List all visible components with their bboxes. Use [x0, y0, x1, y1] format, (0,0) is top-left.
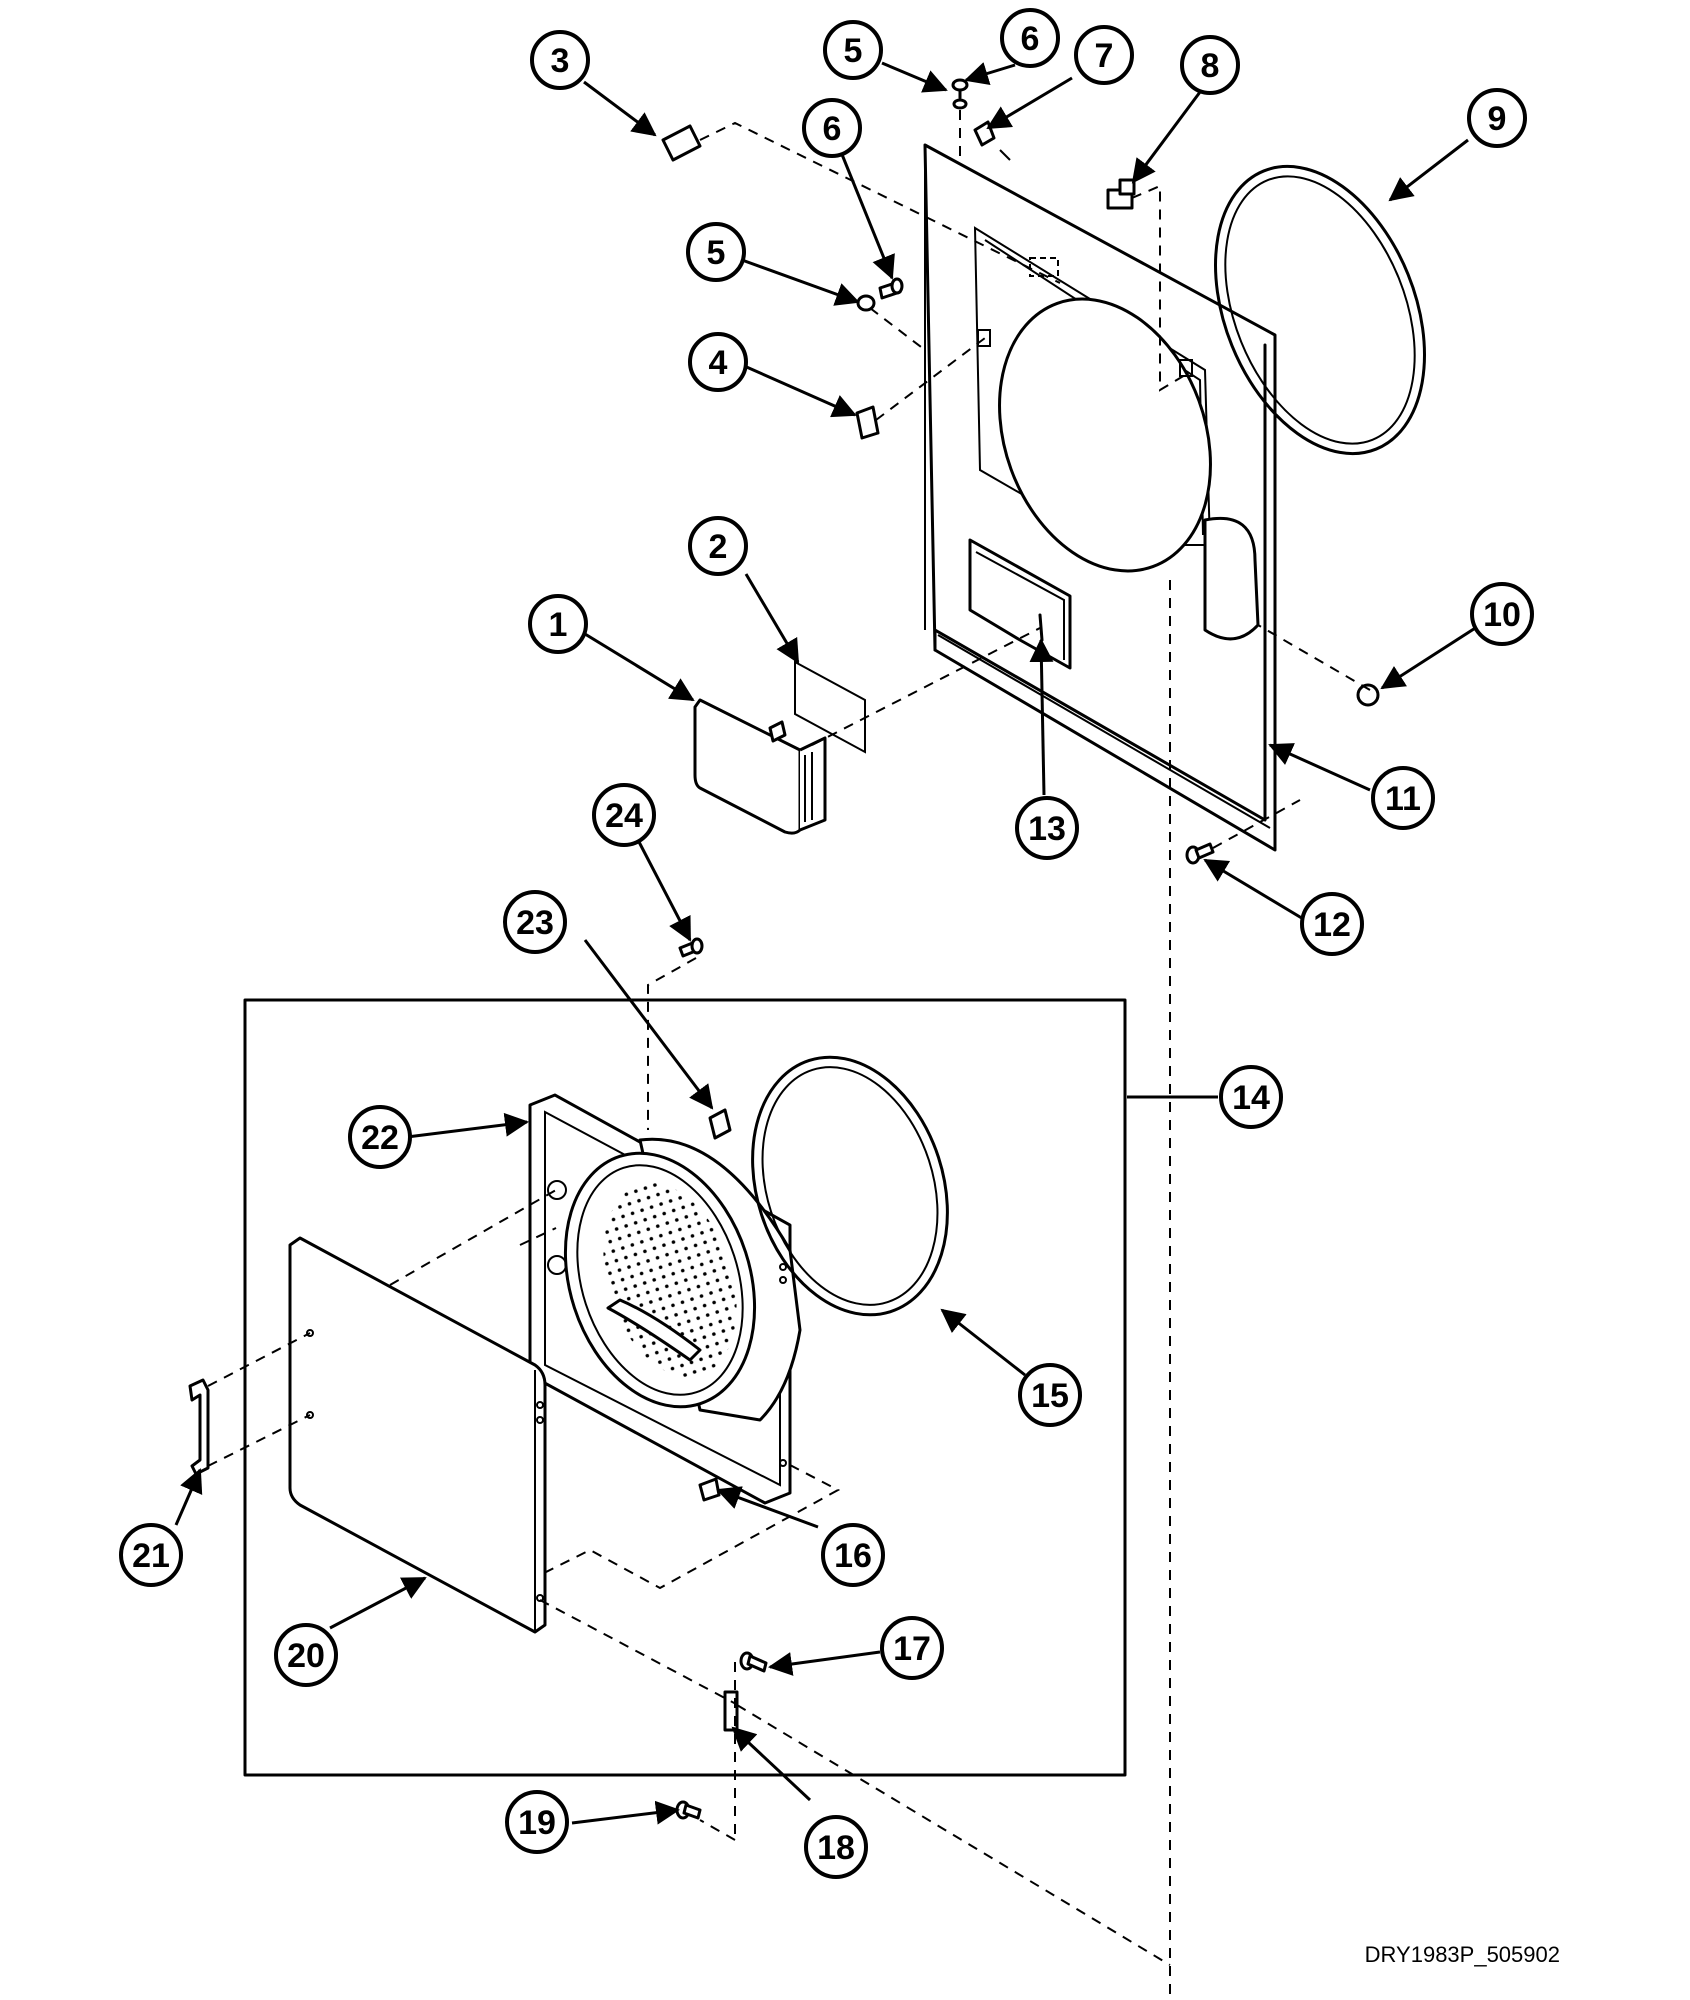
callout-12: 12 [1300, 892, 1364, 956]
callout-14: 14 [1219, 1065, 1283, 1129]
part-door-frame-22 [528, 1093, 802, 1505]
callout-20: 20 [274, 1623, 338, 1687]
callout-5-side: 5 [686, 222, 746, 282]
svg-text:23: 23 [516, 904, 554, 942]
callout-13: 13 [1015, 796, 1079, 860]
callout-1: 1 [528, 594, 588, 654]
callout-6-side: 6 [802, 98, 862, 158]
part-label-2 [794, 660, 866, 754]
callout-17: 17 [880, 1616, 944, 1680]
part-screw-12 [1185, 842, 1215, 865]
svg-text:24: 24 [605, 797, 643, 835]
svg-text:9: 9 [1488, 100, 1507, 138]
front-panel [923, 143, 1277, 852]
callout-23: 23 [503, 890, 567, 954]
callout-7: 7 [1074, 25, 1134, 85]
callout-8: 8 [1180, 35, 1240, 95]
svg-text:8: 8 [1201, 47, 1220, 85]
callout-9: 9 [1467, 88, 1527, 148]
svg-text:15: 15 [1031, 1377, 1069, 1415]
part-screw-17 [739, 1651, 768, 1673]
svg-text:19: 19 [518, 1804, 556, 1842]
part-clip-3 [855, 405, 880, 440]
svg-text:5: 5 [707, 234, 726, 272]
callout-4: 3 [530, 30, 590, 90]
assembly-lines-top [647, 110, 1371, 2000]
part-module-1 [693, 698, 827, 835]
callout-21: 21 [119, 1523, 183, 1587]
assembly-lines-door [207, 1189, 1171, 1966]
door-assembly-box [243, 998, 1127, 1777]
svg-text:17: 17 [893, 1630, 931, 1668]
svg-text:22: 22 [361, 1119, 399, 1157]
part-screw-6-side [878, 277, 904, 300]
callout-16: 16 [821, 1523, 885, 1587]
callout-3: 4 [688, 332, 748, 392]
svg-text:12: 12 [1313, 906, 1351, 944]
svg-text:16: 16 [834, 1537, 872, 1575]
part-pin-13 [1038, 613, 1044, 642]
svg-text:10: 10 [1483, 596, 1521, 634]
part-door-panel-20 [288, 1236, 547, 1634]
callout-18: 18 [804, 1815, 868, 1879]
callout-5-top: 5 [823, 20, 883, 80]
callout-24: 24 [592, 783, 656, 847]
svg-text:18: 18 [817, 1829, 855, 1867]
callout-22: 22 [348, 1105, 412, 1169]
callout-19: 19 [505, 1790, 569, 1854]
svg-text:6: 6 [823, 110, 842, 148]
svg-text:20: 20 [287, 1637, 325, 1675]
svg-text:1: 1 [549, 606, 568, 644]
svg-text:21: 21 [132, 1537, 170, 1575]
svg-text:2: 2 [709, 528, 728, 566]
svg-text:13: 13 [1028, 810, 1066, 848]
part-washer-5-top [952, 98, 968, 110]
callout-10: 10 [1470, 582, 1534, 646]
callout-11: 11 [1371, 766, 1435, 830]
part-handle-21 [188, 1378, 210, 1476]
callout-leaders [174, 61, 1481, 1825]
part-clip-4 [661, 124, 702, 162]
part-nut-10 [1356, 683, 1380, 707]
part-latch-16 [698, 1477, 721, 1502]
svg-text:7: 7 [1095, 37, 1114, 75]
part-screw-6-top [951, 78, 969, 100]
svg-text:4: 4 [709, 344, 728, 382]
svg-text:6: 6 [1021, 20, 1040, 58]
part-screw-24 [678, 937, 704, 958]
svg-text:14: 14 [1232, 1079, 1270, 1117]
part-gasket-15 [751, 1055, 949, 1317]
callout-6-top: 6 [1000, 8, 1060, 68]
part-gasket-9 [1214, 164, 1426, 456]
part-clip-23 [708, 1108, 732, 1140]
callout-15: 15 [1018, 1363, 1082, 1427]
part-washer-5-side [856, 294, 876, 312]
svg-text:5: 5 [844, 32, 863, 70]
part-switch-8 [1106, 178, 1136, 210]
svg-text:3: 3 [551, 42, 570, 80]
svg-text:11: 11 [1385, 780, 1421, 818]
part-screw-19 [675, 1800, 702, 1820]
callout-2: 2 [688, 516, 748, 576]
diagram-caption: DRY1983P_505902 [1365, 1942, 1560, 1967]
